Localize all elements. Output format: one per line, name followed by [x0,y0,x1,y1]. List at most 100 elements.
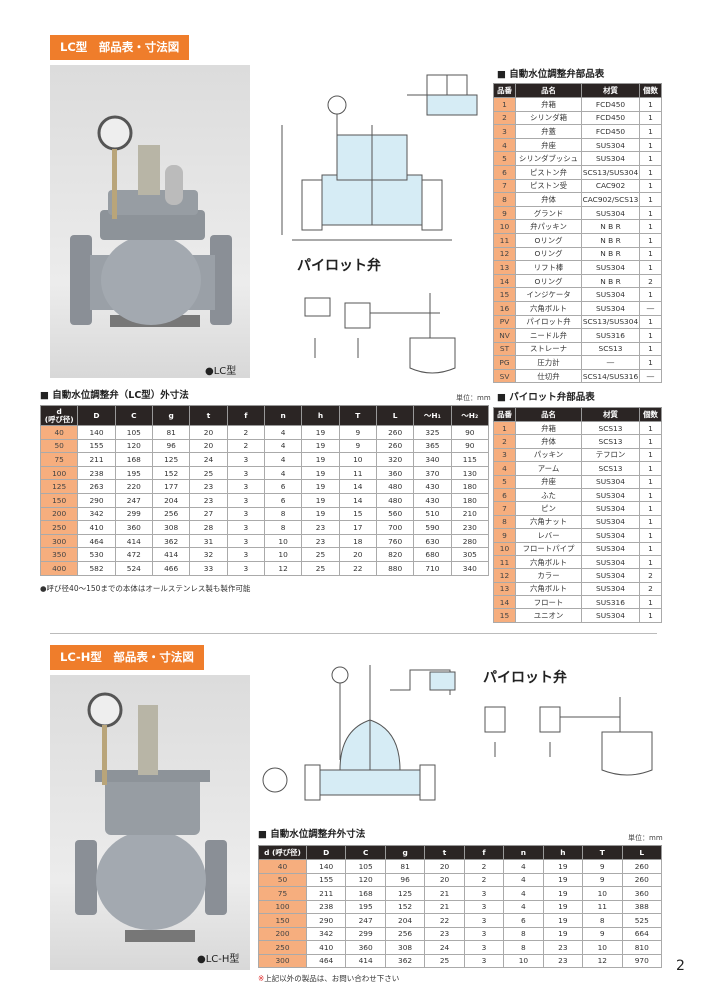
table-cell: 25 [301,547,340,562]
table-cell: 305 [450,547,490,562]
table-cell: 4 [263,425,303,440]
table-cell: Oリング [515,232,582,248]
table-cell: 40 [39,425,79,440]
table-cell: 11 [493,232,516,248]
table-cell: 5 [493,474,516,489]
table-cell: 40 [258,859,307,874]
table-cell: 仕切弁 [515,368,582,384]
table-cell: シリンダブッシュ [515,151,582,166]
column-header: 品番 [493,83,516,98]
table-cell: 388 [621,899,662,914]
table-cell: 2 [639,273,662,289]
table-cell: 1 [639,137,662,153]
column-header: L [375,405,415,426]
table-cell: 3 [226,560,265,576]
table-cell: 1 [639,124,662,139]
table-cell: 480 [375,492,415,508]
column-header: f [463,845,505,860]
table-cell: 96 [151,438,191,454]
lc-valve-photo [50,65,250,378]
table-header-row: 品番品名材質個数 [493,83,662,98]
table-cell: 1 [639,461,662,476]
table-cell: 340 [413,452,452,467]
table-cell: 4 [503,872,544,887]
table-cell: 1 [639,434,662,449]
table-cell: 1 [639,219,662,234]
table-cell: 19 [301,425,340,440]
lch-dims-title: ■ 自動水位調整弁外寸法 [258,829,366,840]
table-cell: NV [493,328,516,343]
table-cell: 430 [413,492,452,508]
column-header: L [621,845,662,860]
table-cell: SCS13 [581,420,640,436]
column-header: C [345,845,386,860]
table-cell: 23 [542,953,584,968]
table-cell: 220 [114,479,153,494]
table-cell: 414 [151,547,191,562]
table-cell: 140 [77,425,116,440]
table-cell: 3 [463,926,505,941]
table-cell: 530 [77,547,116,562]
table-cell: 710 [413,560,452,576]
table-cell: 300 [39,533,79,549]
table-cell: 6 [503,913,544,928]
section-header-lc: LC型 部品表・寸法図 [50,35,190,60]
table-cell: 7 [493,178,516,194]
table-cell: 760 [375,533,415,549]
table-cell: 1 [639,164,662,180]
column-header: h [542,845,584,860]
table-cell: 10 [338,452,377,467]
table-cell: 590 [413,520,452,535]
table-cell: 299 [345,926,386,941]
table-cell: グランド [515,205,582,221]
table-cell: FCD450 [581,124,640,139]
table-cell: 8 [493,514,516,530]
table-cell: 125 [151,452,191,467]
photo-label-lch: ●LC-H型 [197,954,240,965]
table-cell: SCS13 [581,461,640,476]
table-cell: 195 [345,899,386,914]
table-cell: 3 [463,899,505,914]
table-cell: 8 [582,913,623,928]
table-cell: 19 [301,479,340,494]
table-cell: SUS316 [581,328,640,343]
table-cell: N B R [581,232,640,248]
table-cell: SUS304 [581,287,640,302]
table-cell: 12 [493,568,516,583]
table-cell: 20 [338,547,377,562]
table-cell: 21 [424,899,465,914]
column-header: g [151,405,191,426]
table-cell: 3 [493,124,516,139]
table-cell: 150 [258,913,307,928]
table-cell: 20 [189,438,228,454]
table-cell: 19 [542,859,584,874]
table-cell: 33 [189,560,228,576]
table-cell: 155 [77,438,116,454]
table-cell: 105 [345,859,386,874]
table-cell: 464 [77,533,116,549]
table-cell: 圧力計 [515,355,582,370]
column-header: t [189,405,228,426]
table-cell: 247 [114,492,153,508]
table-cell: 1 [639,474,662,489]
table-cell: 100 [258,899,307,914]
column-header: D [77,405,116,426]
table-cell: 10 [263,547,303,562]
column-header: ～H₁ [413,405,452,426]
table-cell: 510 [413,506,452,522]
table-cell: 3 [226,479,265,494]
column-header: D [305,845,347,860]
